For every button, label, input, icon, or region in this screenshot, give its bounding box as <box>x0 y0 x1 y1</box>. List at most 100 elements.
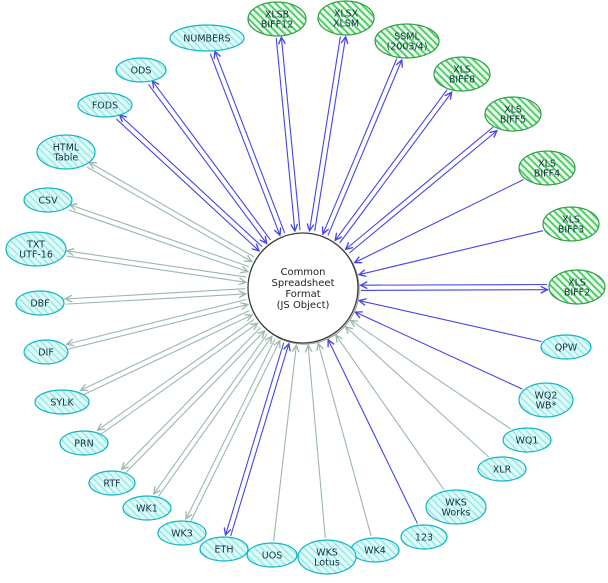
format-ellipse <box>23 187 73 213</box>
node-wq1: WQ1 <box>502 427 552 453</box>
edge-read-wks-lotus <box>308 346 326 539</box>
edge-write-biff5 <box>348 131 496 254</box>
edge-write-sylk <box>81 309 250 390</box>
edge-read-wk1 <box>157 337 271 497</box>
node-label-numbers: NUMBERS <box>183 34 230 45</box>
node-label-l123: 123 <box>415 533 433 544</box>
format-ellipse <box>297 539 357 575</box>
excel-format-ellipse <box>317 0 375 36</box>
node-label-dif: DIF <box>38 348 54 359</box>
format-ellipse <box>502 427 552 453</box>
edge-write-xlsx <box>314 37 346 232</box>
edge-read-eth <box>230 344 289 537</box>
edge-write-csv <box>70 205 250 268</box>
node-label-ods: ODS <box>131 66 152 77</box>
node-label-uos: UOS <box>262 551 282 562</box>
format-ellipse <box>122 495 172 521</box>
node-csv: CSV <box>23 187 73 213</box>
edge-write-ods <box>153 81 271 241</box>
format-ellipse <box>59 430 109 456</box>
edge-write-numbers <box>215 52 286 234</box>
edge-read-prn <box>100 324 257 435</box>
excel-format-ellipse <box>548 269 606 305</box>
node-xlr: XLR <box>477 456 527 482</box>
edge-read-l123 <box>328 340 418 524</box>
format-ellipse <box>77 92 133 118</box>
edge-write-rtf <box>122 327 261 469</box>
excel-format-ellipse <box>542 206 600 242</box>
edge-write-dif <box>67 298 247 344</box>
edge-read-wq2 <box>356 312 523 390</box>
node-sylk: SYLK <box>34 389 90 415</box>
format-ellipse <box>169 24 245 52</box>
format-ellipse <box>157 520 207 546</box>
edge-read-sylk <box>83 315 251 396</box>
node-l123: 123 <box>400 524 448 550</box>
edge-read-biff2 <box>361 285 547 286</box>
edge-read-ods <box>148 84 267 243</box>
node-label-wq1: WQ1 <box>516 436 539 447</box>
edge-read-html <box>86 166 251 261</box>
node-label-fods: FODS <box>92 101 118 112</box>
edge-write-prn <box>98 318 255 430</box>
edge-write-txt <box>67 251 247 278</box>
center-circle <box>247 232 359 344</box>
edge-read-biff4 <box>355 179 524 263</box>
format-ellipse <box>15 290 65 316</box>
excel-format-ellipse <box>433 56 491 92</box>
edge-write-biff2 <box>361 290 547 291</box>
node-ssml: SSML(2003/4) <box>374 23 440 59</box>
node-label-wk4: WK4 <box>364 546 386 557</box>
format-ellipse <box>246 542 298 568</box>
node-dif: DIF <box>23 339 69 365</box>
edge-read-biff3 <box>359 230 544 275</box>
edge-read-xlr <box>346 327 490 458</box>
excel-format-ellipse <box>518 150 576 186</box>
edge-write-eth <box>226 342 285 535</box>
node-wk4: WK4 <box>350 537 400 563</box>
edge-write-html <box>90 163 255 258</box>
excel-format-ellipse <box>484 96 542 132</box>
format-ellipse <box>477 456 527 482</box>
format-ellipse <box>88 470 136 496</box>
edge-write-wk1 <box>154 333 268 494</box>
node-wk1: WK1 <box>122 495 172 521</box>
edge-read-biff8 <box>336 89 448 240</box>
node-wk3: WK3 <box>157 520 207 546</box>
node-label-prn: PRN <box>74 439 93 450</box>
node-uos: UOS <box>246 542 298 568</box>
excel-format-ellipse <box>247 1 307 37</box>
format-ellipse <box>5 231 67 267</box>
node-qpw: QPW <box>540 334 592 360</box>
node-rtf: RTF <box>88 470 136 496</box>
node-label-wk1: WK1 <box>136 504 158 515</box>
edge-read-wk4 <box>318 344 372 537</box>
edge-read-wq1 <box>351 321 512 430</box>
node-label-wk3: WK3 <box>171 529 193 540</box>
format-ellipse <box>540 334 592 360</box>
edge-read-dif <box>68 305 248 350</box>
node-dbf: DBF <box>15 290 65 316</box>
format-ellipse <box>115 57 167 83</box>
